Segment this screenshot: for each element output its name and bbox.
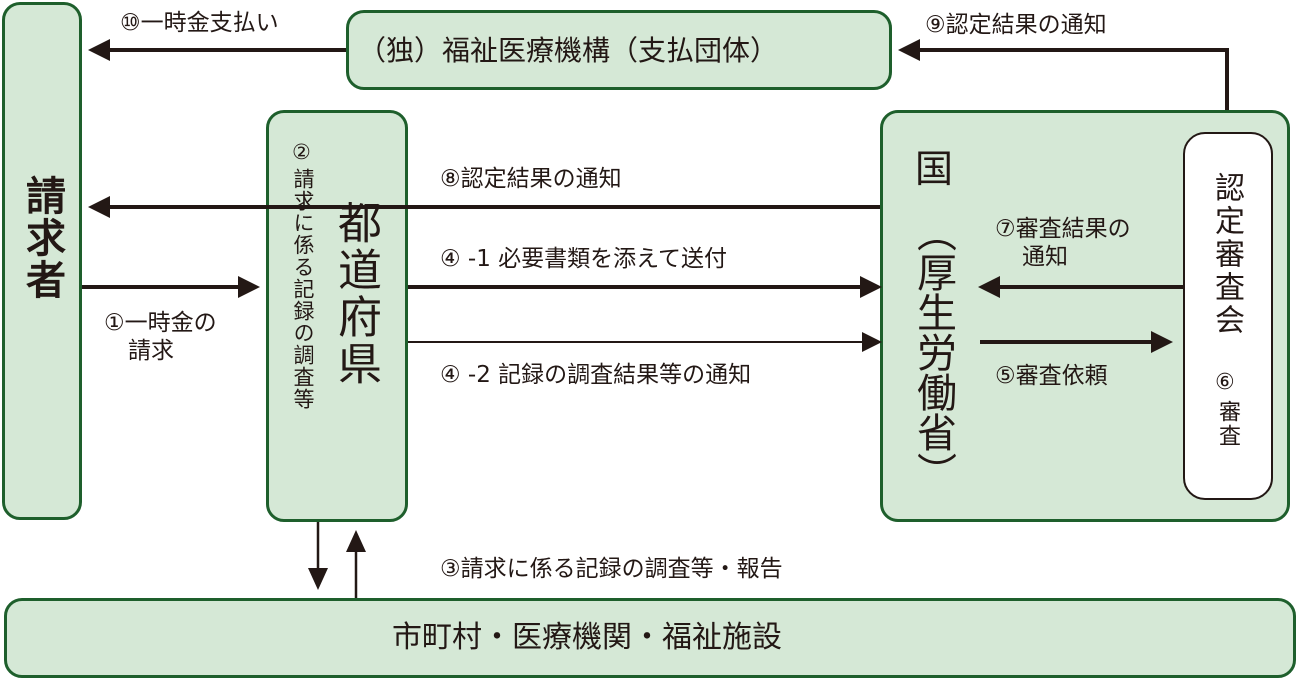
- fund-label: （独）福祉医療機構（支払団体）: [358, 34, 779, 67]
- arrow-step4-2: [408, 332, 882, 352]
- prefecture-box: [266, 110, 408, 522]
- arrow-step4-1: [408, 276, 882, 298]
- ministry-top-label: 国: [915, 147, 954, 191]
- step9-label: ⑨認定結果の通知: [925, 12, 1107, 38]
- step10-label: ⑩一時金支払い: [120, 10, 279, 36]
- claimant-box: [2, 2, 82, 520]
- step8-label: ⑧認定結果の通知: [440, 166, 622, 192]
- fund-box: [346, 10, 892, 90]
- municipal-label: 市町村・医療機関・福祉施設: [392, 620, 782, 655]
- council-label: 認定審査会: [1209, 172, 1244, 337]
- step5-label: ⑤審査依頼: [995, 363, 1108, 389]
- arrow-step10: [88, 39, 346, 61]
- council-box: [1183, 132, 1273, 500]
- step4-2-label: ④ -2 記録の調査結果等の通知: [440, 362, 752, 388]
- municipal-box: [4, 598, 1296, 678]
- step4-1-label: ④ -1 必要書類を添えて送付: [440, 246, 728, 272]
- arrow-step5: [980, 331, 1173, 353]
- prefecture-label: 都道府県: [330, 200, 381, 388]
- arrow-step3-down: [308, 522, 328, 590]
- arrow-step7: [978, 276, 1183, 298]
- arrow-step8: [88, 196, 880, 218]
- step3-label: ③請求に係る記録の調査等・報告: [440, 556, 783, 582]
- step7-label-line2: 通知: [1022, 244, 1068, 270]
- council-step: 審査: [1215, 400, 1240, 448]
- step1-label-line2: 請求: [128, 338, 174, 364]
- arrow-step3-up: [346, 530, 366, 598]
- council-step-number: ⑥: [1215, 370, 1235, 395]
- arrow-step9: [898, 39, 1229, 110]
- ministry-label: （厚生労働省）: [910, 212, 956, 492]
- arrow-step1: [82, 276, 260, 298]
- step7-label-line1: ⑦審査結果の: [995, 216, 1131, 242]
- claimant-label: 請求者: [19, 175, 65, 301]
- prefecture-note-number: ②: [292, 140, 311, 164]
- step1-label-line1: ①一時金の: [104, 310, 217, 336]
